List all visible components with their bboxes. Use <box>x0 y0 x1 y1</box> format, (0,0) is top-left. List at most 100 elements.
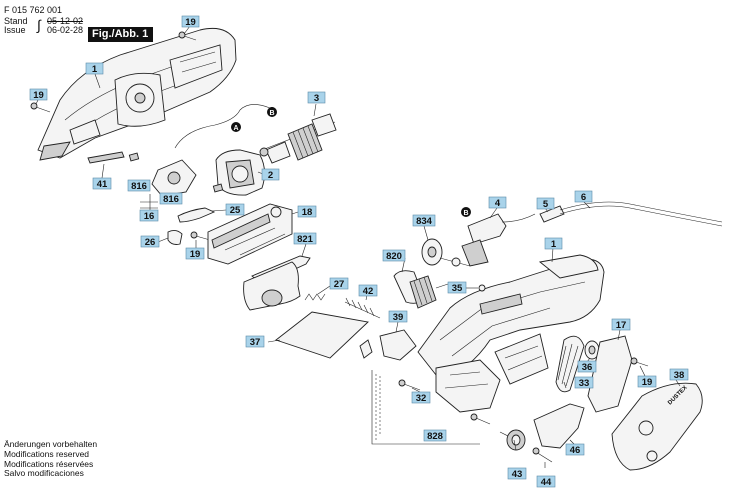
washer-part <box>478 284 486 292</box>
svg-text:18: 18 <box>302 207 313 218</box>
spring-42-part <box>344 297 381 319</box>
stand-label: Stand <box>4 16 28 26</box>
callout-26: 26 <box>140 235 160 248</box>
svg-text:25: 25 <box>230 205 241 216</box>
footer-notice: Änderungen vorbehalten Modifications res… <box>4 439 98 479</box>
callout-1: 1 <box>544 237 563 250</box>
screw-part <box>30 102 51 113</box>
callout-2: 2 <box>261 168 280 181</box>
figure-label: Fig./Abb. 1 <box>88 27 154 42</box>
svg-text:1: 1 <box>551 239 557 250</box>
svg-text:828: 828 <box>427 431 443 442</box>
callout-36: 36 <box>577 360 597 373</box>
screw-44-part <box>532 447 553 463</box>
clip-part <box>177 207 216 223</box>
callout-1: 1 <box>85 62 104 75</box>
power-cable-part <box>539 201 723 227</box>
wire-marker-b-top: B <box>269 110 274 117</box>
footer-line-en: Modifications reserved <box>4 448 90 459</box>
svg-text:37: 37 <box>250 337 261 348</box>
fan-834-part <box>421 238 471 267</box>
housing-right-part <box>417 254 605 413</box>
screw-32-part <box>398 379 491 425</box>
callout-35: 35 <box>447 281 467 294</box>
pulley-36-part <box>584 340 600 360</box>
issue-date: 06-02-28 <box>47 25 84 35</box>
svg-text:41: 41 <box>97 179 108 190</box>
cover-17-part <box>587 335 633 413</box>
switch-housing-part <box>207 203 293 265</box>
svg-text:26: 26 <box>145 237 156 248</box>
callout-19: 19 <box>29 88 48 101</box>
svg-text:3: 3 <box>314 93 319 104</box>
belt-33-part <box>555 335 585 393</box>
callout-18: 18 <box>297 205 317 218</box>
svg-text:42: 42 <box>363 286 374 297</box>
callout-6: 6 <box>574 190 593 203</box>
side-cover-38-part: DUSTEX <box>611 382 703 471</box>
callout-19: 19 <box>185 247 205 260</box>
callout-5: 5 <box>536 197 555 210</box>
svg-text:43: 43 <box>512 469 523 480</box>
svg-text:16: 16 <box>144 211 155 222</box>
callout-828: 828 <box>423 429 447 442</box>
svg-text:46: 46 <box>570 445 581 456</box>
svg-text:2: 2 <box>268 170 273 181</box>
knob-43-part <box>499 429 526 451</box>
svg-text:44: 44 <box>541 477 552 488</box>
svg-text:19: 19 <box>185 17 196 28</box>
issue-label: Issue <box>4 25 26 35</box>
spring-part <box>304 293 326 301</box>
svg-text:39: 39 <box>393 312 404 323</box>
callout-17: 17 <box>611 318 631 331</box>
footer-line-de: Änderungen vorbehalten <box>4 439 98 449</box>
brace-icon: ∫ <box>37 17 41 33</box>
svg-text:6: 6 <box>581 192 586 203</box>
leader-828 <box>371 370 480 445</box>
callout-42: 42 <box>358 284 378 297</box>
callout-44: 44 <box>536 475 556 488</box>
wire-a-part: A B <box>174 104 277 149</box>
screw-part <box>178 31 197 41</box>
brush-holder-part <box>128 152 224 197</box>
callout-19: 19 <box>181 15 200 28</box>
svg-text:27: 27 <box>334 279 345 290</box>
clip-small-part <box>167 229 183 245</box>
callout-33: 33 <box>574 376 594 389</box>
callout-834: 834 <box>412 214 436 227</box>
switch-4-part: B <box>461 207 536 267</box>
small-clip-part <box>359 339 373 359</box>
field-stator-part <box>215 149 265 196</box>
svg-text:19: 19 <box>33 90 44 101</box>
armature-part <box>259 113 337 164</box>
svg-text:821: 821 <box>297 234 314 245</box>
callout-16: 16 <box>139 209 159 222</box>
callout-43: 43 <box>507 467 527 480</box>
svg-text:816: 816 <box>163 194 179 205</box>
svg-text:19: 19 <box>190 249 201 260</box>
document-number: F 015 762 001 <box>4 5 63 15</box>
callout-19: 19 <box>637 375 657 388</box>
callout-4: 4 <box>488 196 507 209</box>
svg-text:834: 834 <box>416 216 433 227</box>
wire-marker-a: A <box>233 125 238 132</box>
svg-text:35: 35 <box>452 283 463 294</box>
filter-sheet-part <box>275 311 369 359</box>
callout-38: 38 <box>669 368 689 381</box>
svg-text:33: 33 <box>579 378 590 389</box>
callout-821: 821 <box>293 232 317 245</box>
tube-cover-part <box>243 261 301 311</box>
screw-part <box>190 231 211 241</box>
housing-left-part <box>37 27 237 161</box>
footer-line-es: Salvo modificaciones <box>4 468 84 479</box>
svg-text:4: 4 <box>495 198 501 209</box>
bracket-46-part <box>533 403 585 449</box>
callout-816: 816 <box>159 192 183 205</box>
callout-25: 25 <box>225 203 245 216</box>
strip-part <box>87 151 125 164</box>
svg-text:38: 38 <box>674 370 685 381</box>
motor-820-part <box>393 270 449 309</box>
callout-39: 39 <box>388 310 408 323</box>
leader-816 <box>140 194 158 212</box>
